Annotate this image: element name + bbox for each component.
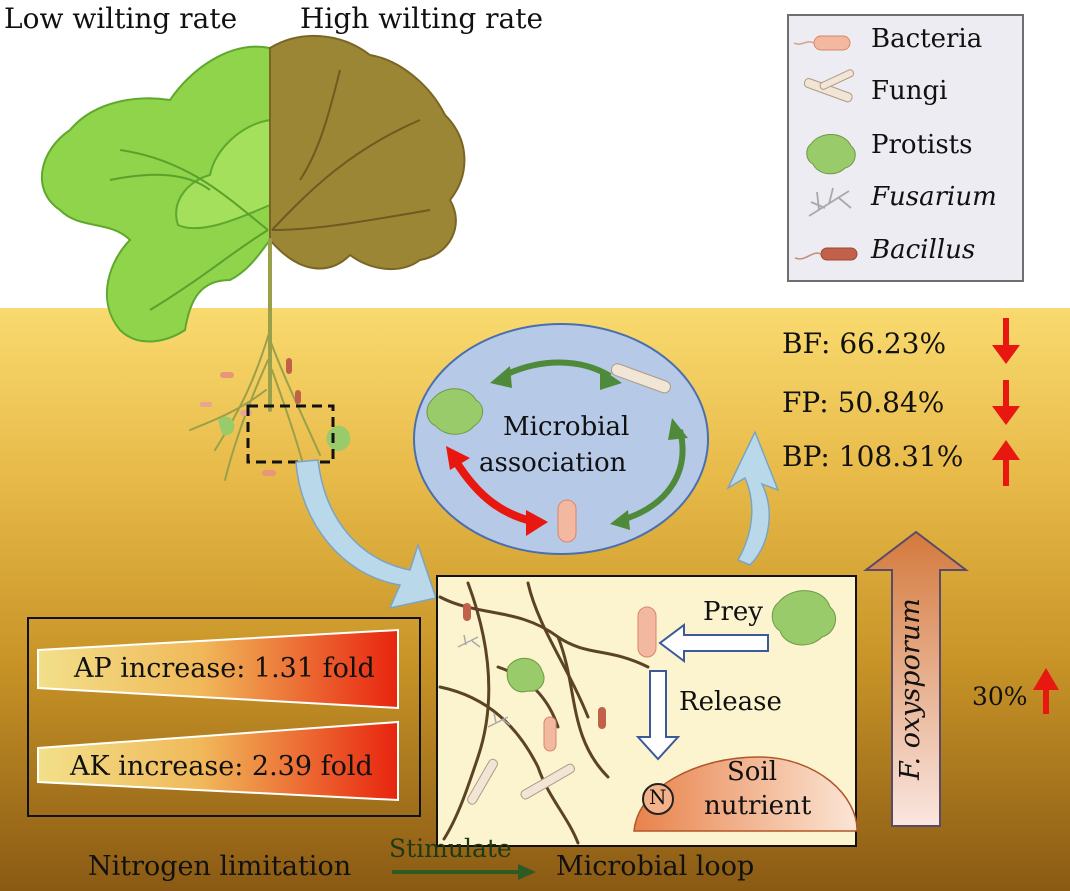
protist-icon [806,134,856,175]
pathogen-label: F. oxysporum [895,598,926,780]
soil-nutrient-label-line1: Soil [727,757,778,787]
stat-indicators [992,318,1020,486]
nitrogen-symbol: N [649,785,667,809]
microbial-loop-label: Microbial loop [556,851,755,882]
bacillus-icon [794,247,858,261]
release-arrow [635,670,681,761]
soil-nutrient-label-line2: nutrient [704,791,812,821]
pathogen-change-label: 30% [972,682,1028,711]
ak-wedge [37,720,399,802]
nitrogen-limitation-label: Nitrogen limitation [88,851,352,882]
legend-label-fusarium: Fusarium [871,182,997,212]
ap-wedge [37,628,399,710]
bacteria-icon [793,35,851,51]
prey-label: Prey [703,597,763,627]
red-arrowhead-end [526,510,548,536]
pathogen-arrow [863,530,969,827]
high-wilting-label: High wilting rate [300,2,544,35]
nutrient-increase-box [27,617,421,817]
stat-bp: BP: 108.31% [782,440,964,473]
stimulate-label: Stimulate [389,834,512,863]
wilted-leaves [269,34,466,271]
inset-microbes [457,590,837,805]
wilted-leaf-veins [271,69,431,231]
inset-illustration [438,581,858,845]
root-microbes [200,358,351,476]
healthy-leaf-veins [109,149,269,311]
nitrogen-circle [642,783,674,815]
legend: Bacteria Fungi Protists Fusarium Bacillu… [787,14,1024,282]
association-red-arrow [451,457,536,526]
microbial-loop-inset: Prey Release Soil nutrient N [436,575,858,847]
red-arrowhead-start [446,446,470,470]
association-label-line1: Microbial [503,412,630,442]
legend-label-fungi: Fungi [871,76,948,106]
fusarium-icon [808,187,852,217]
ak-increase-label: AK increase: 2.39 fold [70,751,373,782]
stat-fp: FP: 50.84% [782,386,945,419]
legend-icons [793,35,858,261]
low-wilting-label: Low wilting rate [4,2,238,35]
association-green-arrowheads [490,366,688,530]
flow-arrow-to-association [726,430,780,566]
release-label: Release [679,687,782,717]
fungi-icon [803,69,855,103]
zoom-selection-box [246,404,335,464]
legend-label-bacteria: Bacteria [871,24,983,54]
association-microbes [426,363,671,543]
pathogen-up-indicator [1033,668,1059,714]
healthy-leaves [41,45,271,343]
ap-increase-label: AP increase: 1.31 fold [74,653,375,684]
prey-arrow [658,623,769,663]
stat-bf: BF: 66.23% [782,327,947,360]
stimulate-arrowhead [518,864,536,880]
flow-arrow-to-inset [295,459,437,610]
legend-label-protists: Protists [871,130,973,160]
association-label-line2: association [479,448,627,478]
legend-label-bacillus: Bacillus [871,235,976,265]
